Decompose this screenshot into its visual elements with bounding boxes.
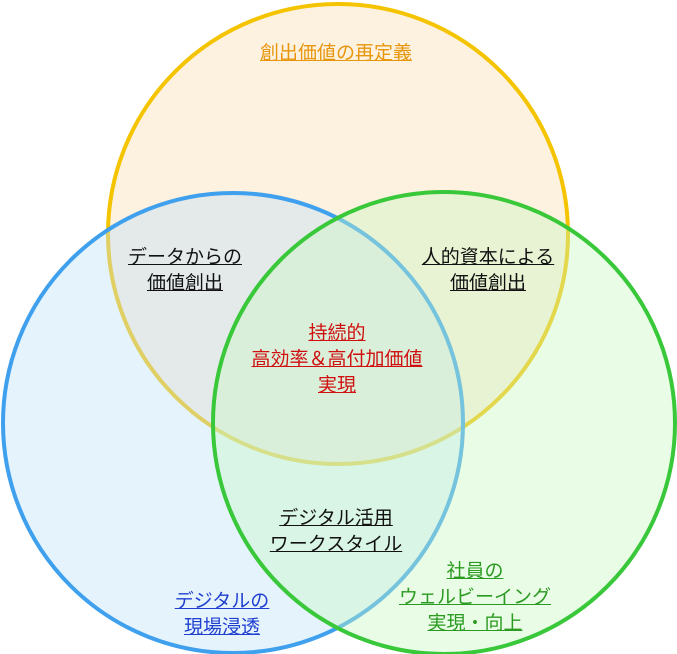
label-digital-penetration: デジタルの 現場浸透 <box>175 588 270 640</box>
label-line: デジタルの <box>174 590 270 612</box>
label-line: 実現 <box>317 374 357 396</box>
label-line: ウェルビーイング <box>398 586 552 608</box>
label-value-redefinition: 創出価値の再定義 <box>260 40 412 66</box>
circle-employee-wellbeing <box>211 190 677 654</box>
label-line: 実現・向上 <box>427 612 523 634</box>
label-data-value-creation: データからの 価値創出 <box>128 244 242 296</box>
circle-digital-penetration <box>1 191 465 654</box>
label-line: 創出価値の再定義 <box>259 42 413 64</box>
label-line: 社員の <box>446 560 504 582</box>
label-line: 持続的 <box>308 322 366 344</box>
label-line: 価値創出 <box>449 272 526 294</box>
label-center-sustainable: 持続的 高効率＆高付加価値 実現 <box>251 320 422 398</box>
circle-value-redefinition <box>106 2 570 466</box>
label-line: データからの <box>127 246 243 268</box>
label-digital-workstyle: デジタル活用 ワークスタイル <box>270 505 402 557</box>
label-human-capital-value-creation: 人的資本による 価値創出 <box>422 244 554 296</box>
label-line: 価値創出 <box>146 272 224 294</box>
label-line: 高効率＆高付加価値 <box>251 348 423 370</box>
label-line: 現場浸透 <box>183 616 260 638</box>
label-line: 人的資本による <box>421 246 555 268</box>
label-line: ワークスタイル <box>269 533 403 555</box>
label-employee-wellbeing: 社員の ウェルビーイング 実現・向上 <box>399 558 551 636</box>
label-line: デジタル活用 <box>279 507 393 529</box>
